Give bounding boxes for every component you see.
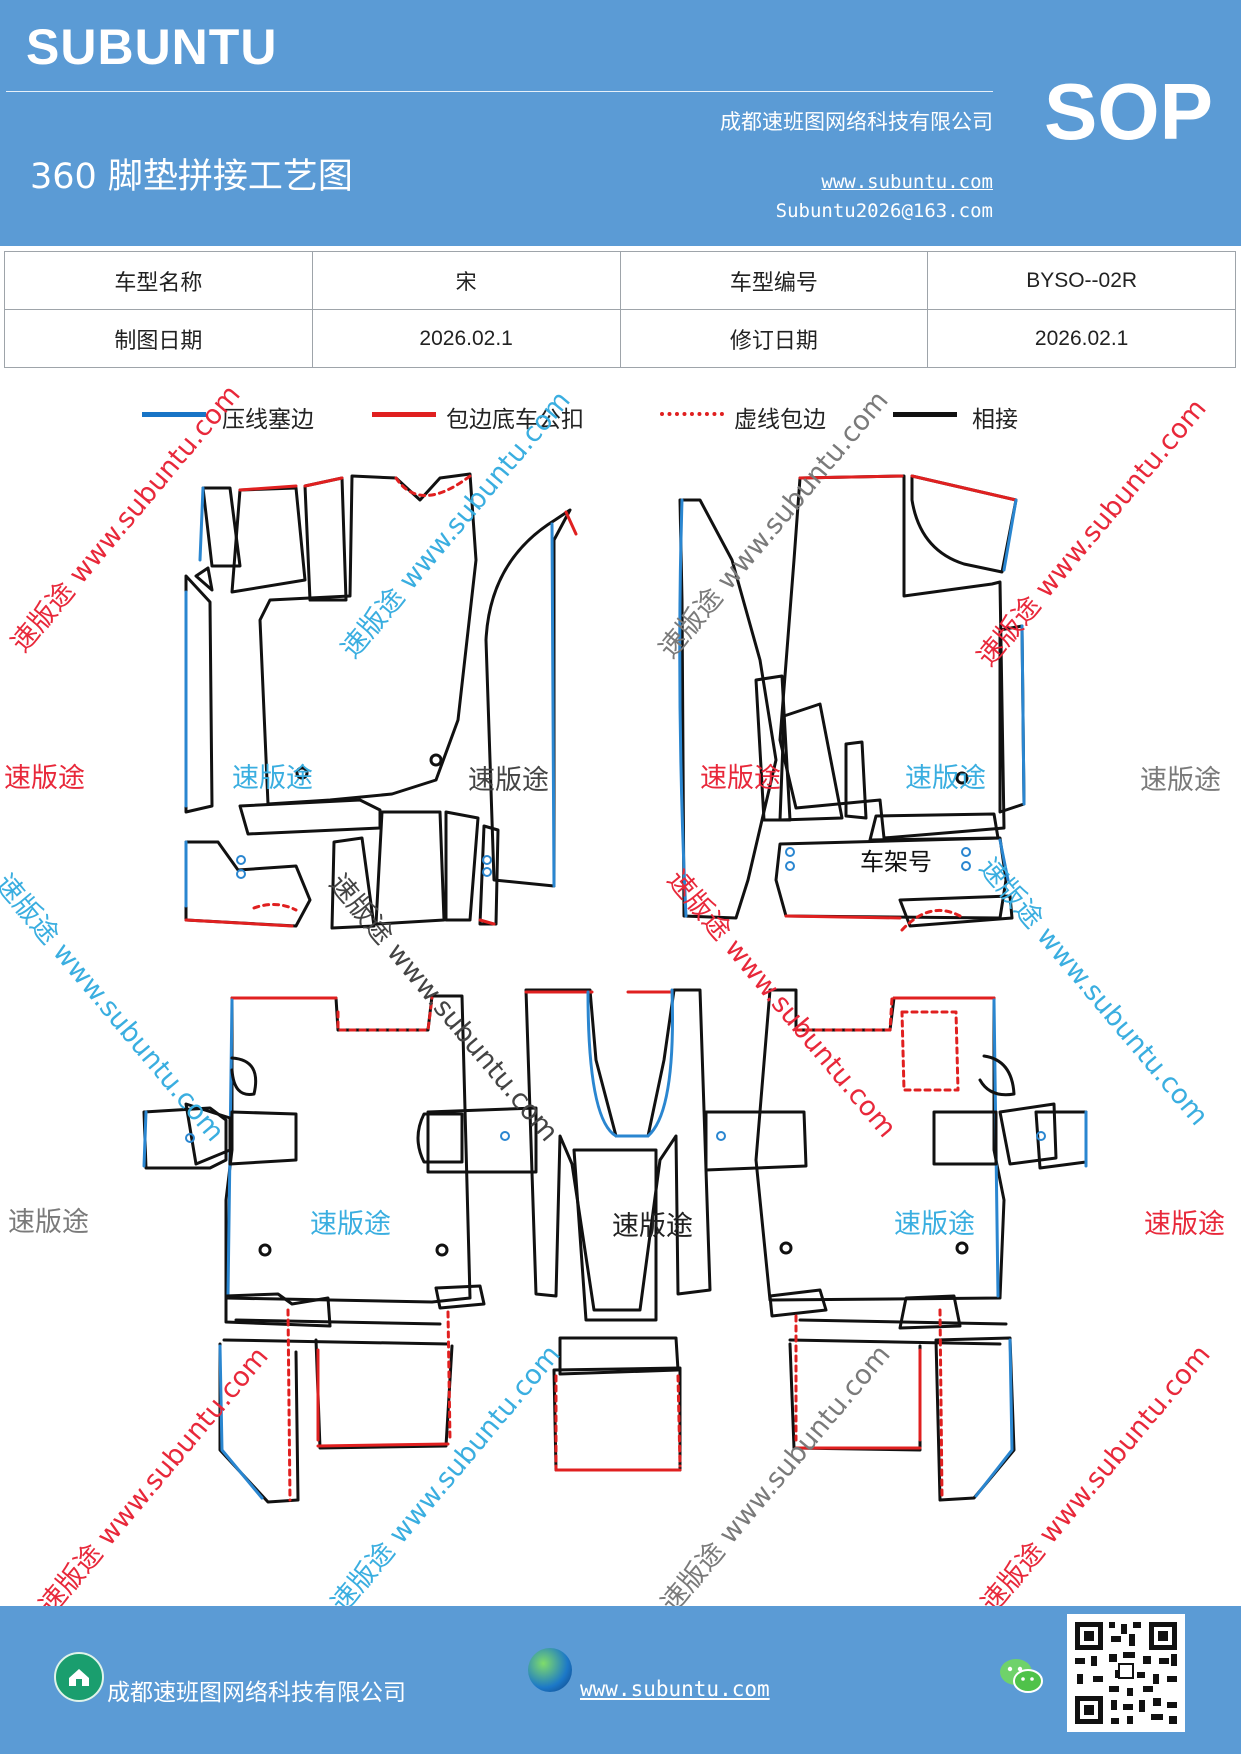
header-email-link[interactable]: Subuntu2026@163.com (775, 200, 993, 222)
footer-url-link[interactable]: www.subuntu.com (580, 1677, 770, 1701)
table-value: 2026.02.1 (311, 309, 621, 368)
document-title: 360 脚垫拼接工艺图 (30, 157, 353, 197)
table-label: 车型编号 (619, 251, 929, 310)
watermark-brand: 速版途 (8, 1207, 89, 1238)
watermark-brand: 速版途 (232, 763, 313, 794)
mat-piece-rear-left (142, 994, 510, 1504)
table-value: 2026.02.1 (927, 309, 1236, 368)
watermark-brand: 速版途 (894, 1209, 975, 1240)
watermark-brand: 速版途 (700, 763, 781, 794)
info-table: 车型名称 宋 车型编号 BYSO--02R 制图日期 2026.02.1 修订日… (4, 251, 1236, 368)
legend: 压线塞边 包边底车公扣 虚线包边 相接 (0, 400, 1241, 440)
sop-badge: SOP (1044, 67, 1213, 156)
mat-piece-front-right (678, 474, 1026, 932)
qr-code-icon[interactable] (1067, 1614, 1185, 1732)
watermark-brand: 速版途 (905, 763, 986, 794)
table-label: 车型名称 (4, 251, 313, 310)
mat-piece-front-left (184, 472, 578, 930)
watermark-brand: 速版途 (468, 765, 549, 796)
watermark-brand: 速版途 (1140, 765, 1221, 796)
footer-banner: 成都速班图网络科技有限公司 www.subuntu.com (0, 1606, 1241, 1754)
watermark-brand: 速版途 (612, 1211, 693, 1242)
wechat-icon[interactable] (997, 1654, 1045, 1702)
footer-company: 成都速班图网络科技有限公司 (107, 1680, 406, 1706)
legend-swatch-dotted (660, 412, 724, 416)
legend-label-press: 压线塞边 (222, 407, 314, 433)
frame-number-label: 车架号 (860, 848, 932, 876)
table-value: 宋 (311, 251, 621, 310)
legend-label-dotted: 虚线包边 (734, 407, 826, 433)
legend-swatch-joint (893, 412, 957, 417)
table-label: 修订日期 (619, 309, 929, 368)
mat-piece-center-tunnel (426, 988, 808, 1472)
header-banner: SUBUNTU 成都速班图网络科技有限公司 360 脚垫拼接工艺图 www.su… (0, 0, 1241, 246)
table-label: 制图日期 (4, 309, 313, 368)
legend-swatch-press (142, 412, 206, 417)
watermark-brand: 速版途 (4, 763, 85, 794)
mat-piece-rear-right (716, 988, 1088, 1502)
watermark-brand: 速版途 (1144, 1209, 1225, 1240)
legend-label-wrap: 包边底车公扣 (446, 407, 584, 433)
home-icon (54, 1652, 104, 1702)
legend-swatch-wrap (372, 412, 436, 417)
header-company: 成都速班图网络科技有限公司 (720, 110, 993, 134)
brand-logo: SUBUNTU (26, 19, 278, 75)
table-value: BYSO--02R (927, 251, 1236, 310)
header-url-link[interactable]: www.subuntu.com (821, 171, 993, 193)
header-divider (6, 91, 993, 92)
globe-icon (528, 1648, 572, 1692)
watermark-brand: 速版途 (310, 1209, 391, 1240)
table-row: 制图日期 2026.02.1 修订日期 2026.02.1 (4, 309, 1236, 368)
legend-label-joint: 相接 (972, 407, 1018, 433)
table-row: 车型名称 宋 车型编号 BYSO--02R (4, 251, 1236, 310)
